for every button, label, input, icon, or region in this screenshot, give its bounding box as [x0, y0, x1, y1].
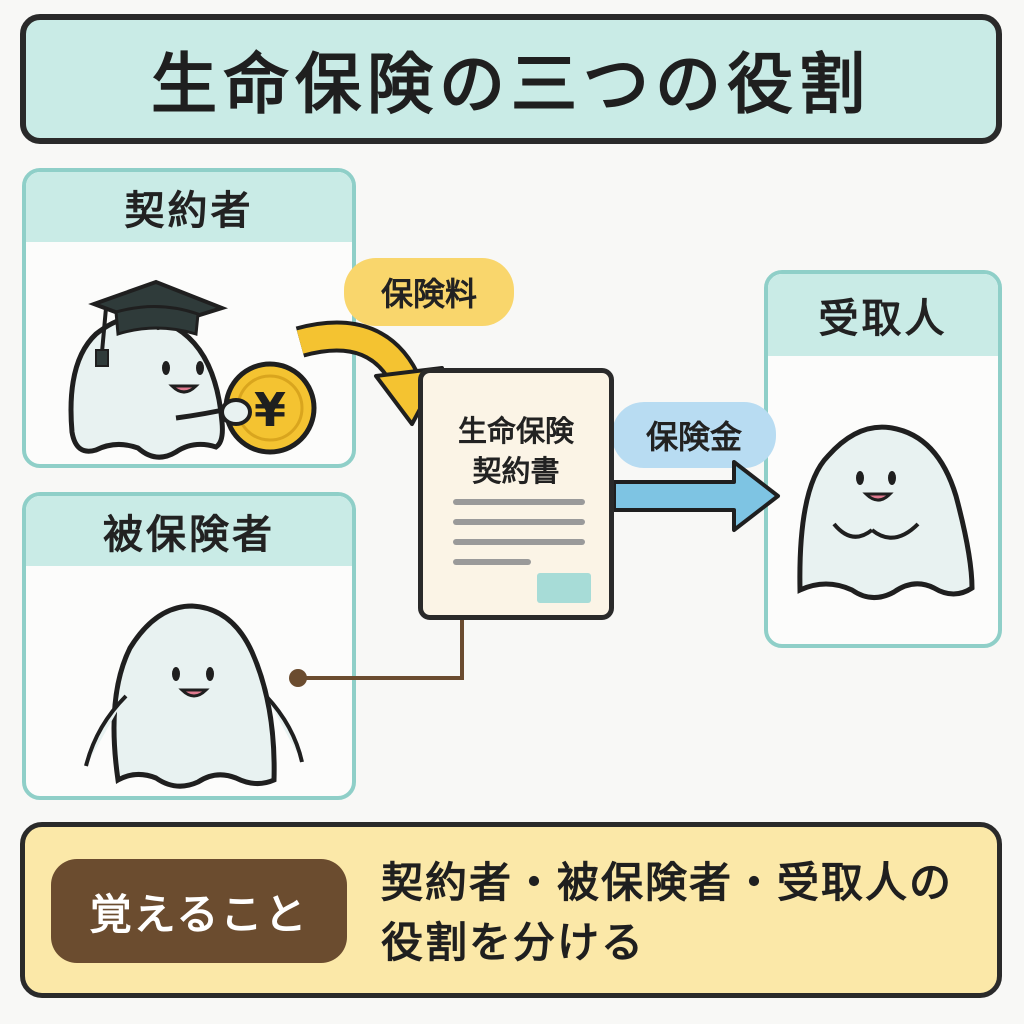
page-title: 生命保険の三つの役割 — [151, 46, 871, 123]
document-text-line — [453, 539, 585, 545]
beneficiary-ghost-illustration — [797, 424, 975, 600]
policyholder-ghost-illustration: ¥ — [68, 279, 317, 460]
premium-label: 保険料 — [344, 258, 514, 326]
document-stamp — [537, 573, 591, 603]
contract-document: 生命保険 契約書 — [418, 368, 614, 620]
policyholder-heading: 契約者 — [26, 172, 352, 242]
document-text-line — [453, 519, 585, 525]
coin-symbol: ¥ — [254, 383, 286, 437]
beneficiary-heading: 受取人 — [768, 274, 998, 356]
ghost-body — [68, 313, 225, 460]
beneficiary-card: 受取人 — [764, 270, 1002, 648]
benefit-label: 保険金 — [612, 402, 776, 468]
document-title: 生命保険 契約書 — [457, 414, 574, 488]
document-text-line — [453, 559, 531, 565]
title-banner: 生命保険の三つの役割 — [20, 14, 1002, 144]
memo-box: 覚えること 契約者・被保険者・受取人の 役割を分ける — [20, 822, 1002, 998]
policyholder-card: 契約者 ¥ — [22, 168, 356, 468]
insured-card: 被保険者 — [22, 492, 356, 800]
document-text-line — [453, 499, 585, 505]
memo-badge: 覚えること — [51, 859, 347, 963]
insured-ghost-illustration — [84, 603, 304, 789]
memo-text: 契約者・被保険者・受取人の 役割を分ける — [381, 858, 954, 967]
benefit-arrow — [612, 460, 780, 532]
insured-heading: 被保険者 — [26, 496, 352, 566]
ghost-body — [797, 424, 975, 600]
